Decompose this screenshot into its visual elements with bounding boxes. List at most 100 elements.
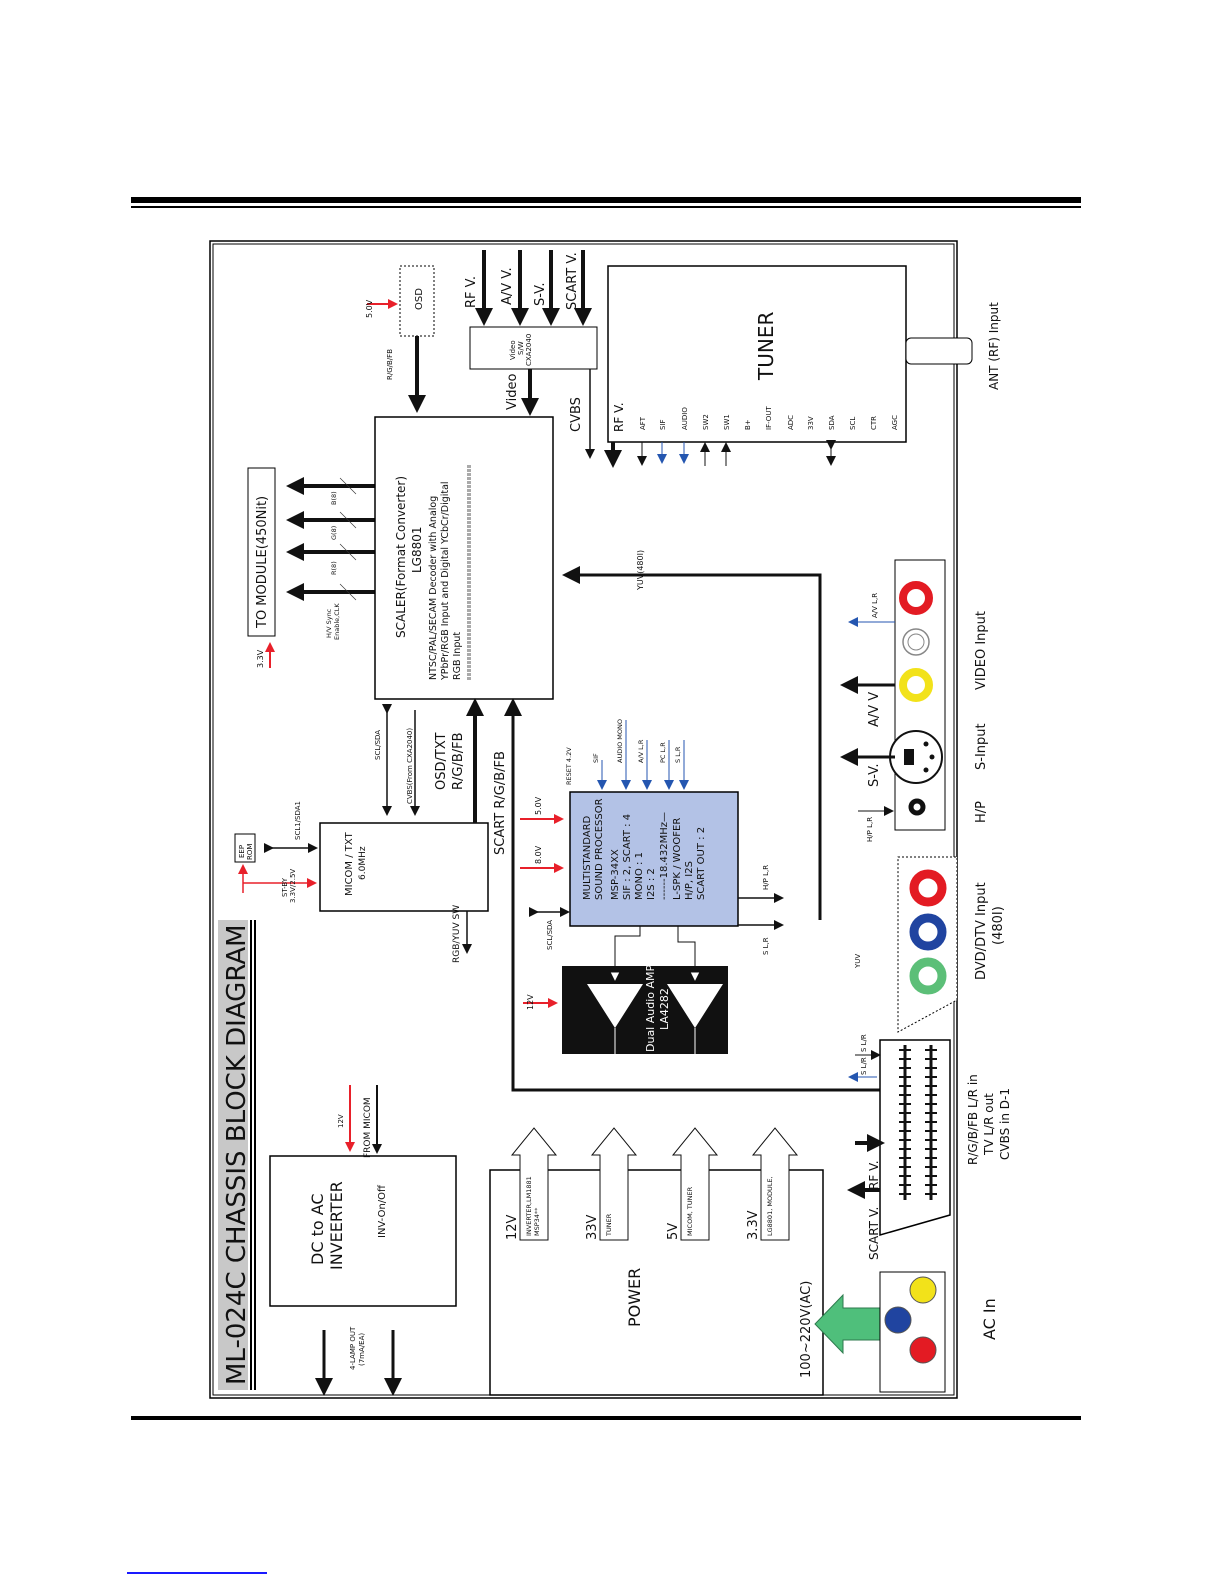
footer-link-underline[interactable] — [127, 1572, 267, 1574]
osd-supply: 5.0V — [365, 299, 374, 318]
tuner-pin-b: B+ — [744, 419, 752, 430]
power-rail-load: MSP34** — [533, 1207, 541, 1236]
yuv480-label: YUV(480I) — [636, 550, 645, 591]
power-rail-voltage: 33V — [585, 1214, 600, 1240]
module-supply: 3.3V — [256, 649, 265, 668]
lamp-out-label: 4-LAMP OUT — [349, 1326, 357, 1370]
osd-label: OSD — [414, 288, 425, 310]
hp-label: H/P — [974, 801, 989, 823]
micom-line1: MICOM / TXT — [344, 831, 355, 896]
video-switch-line1: Video — [509, 340, 517, 360]
cvbs-label: CVBS — [569, 397, 584, 432]
sound-line-6: ------18.432MHz— — [659, 812, 670, 900]
scaler-line4: YPbPr/RGB Input and Digital YCbCr/Digita… — [440, 481, 451, 681]
bus-label-r: R(8) — [330, 561, 338, 575]
sound-i2c: SCL/SDA — [546, 920, 554, 950]
sound-line-4: MONO : 1 — [634, 852, 645, 900]
s-input-label: S-Input — [974, 723, 989, 770]
standby-label: ST-BY — [281, 877, 289, 897]
osd-rgb-label: R/G/B/FB — [451, 732, 466, 790]
scart-rgb-label: SCART R/G/B/FB — [493, 751, 508, 855]
video-input-label: VIDEO Input — [974, 611, 989, 690]
tuner-pin-scl: SCL — [849, 417, 857, 430]
hp-lr-label: H/P L,R — [866, 817, 874, 842]
yuv-line — [562, 566, 822, 920]
tuner-pin-sda: SDA — [828, 415, 836, 430]
scaler-line5: RGB Input — [452, 632, 463, 680]
power-rail-voltage: 12V — [505, 1214, 520, 1240]
power-rail-load: INVERTER,LM1881 — [525, 1176, 533, 1236]
tuner-pin-sw2: SW2 — [702, 414, 710, 430]
osd-txt-label: OSD/TXT — [434, 733, 449, 790]
input-s-v: S-V. — [533, 282, 548, 306]
sound-input-label-3: A/V L,R — [637, 739, 645, 763]
av-lr-label: A/V L,R — [871, 593, 879, 618]
ac-arrow — [814, 1293, 881, 1355]
sound-input-label-4: PC L,R — [659, 742, 667, 763]
power-rail-voltage: 5V — [666, 1223, 681, 1240]
inverter-from: FROM MICOM — [363, 1097, 373, 1158]
micom-i2c1: SCL1/SDA1 — [294, 801, 302, 840]
sound-input-label-2: AUDIO MONO — [616, 719, 624, 763]
sound-line-3: SIF : 2, SCART : 4 — [622, 814, 633, 900]
eeprom-block — [234, 833, 256, 863]
scart-pins — [899, 1045, 937, 1200]
sv-label: S-V. — [867, 763, 882, 787]
tuner-pin-agc: AGC — [891, 415, 899, 430]
sound-processor-block — [569, 791, 739, 927]
video-switch-block — [469, 326, 598, 370]
bus-label-sync: H/V Sync — [325, 608, 333, 638]
scart-v-out: SCART V. — [867, 1207, 881, 1260]
scart-audio-in: S L/R — [860, 1034, 868, 1052]
scart-connector — [879, 1039, 951, 1236]
input-av-v: A/V V. — [500, 267, 515, 305]
scart-audio-out: S L/R — [860, 1057, 868, 1075]
sound-line-5: I2S : 2 — [646, 868, 657, 900]
standby-voltage: 3.3V/2.5V — [289, 869, 297, 903]
scaler-block — [374, 416, 554, 700]
inverter-block — [269, 1155, 457, 1307]
sound-supply1: 5.0V — [534, 796, 543, 815]
scart-label3: CVBS in D-1 — [998, 1088, 1012, 1160]
power-label: POWER — [625, 1268, 644, 1327]
sound-out-s: S L,R — [762, 937, 770, 955]
bus-label-enable: Enable,CLK — [333, 603, 341, 640]
tuner-pin-33v: 33V — [807, 416, 815, 430]
scart-label2: TV L/R out — [982, 1093, 996, 1156]
sound-line-2: MSP-34XX — [610, 849, 621, 900]
tuner-pin-audio: AUDIO — [681, 407, 689, 430]
inverter-control: INV-On/Off — [377, 1184, 388, 1238]
top-rule-thin — [131, 206, 1081, 208]
dvd-input-sub: (480I) — [991, 906, 1006, 945]
tuner-rf-label: RF V. — [612, 402, 626, 432]
sound-line-0: MULTISTANDARD — [582, 815, 593, 900]
eeprom-line2: ROM — [246, 844, 254, 860]
inverter-line2: INVEERTER — [327, 1181, 346, 1270]
sound-line-9: SCART OUT : 2 — [696, 827, 707, 900]
ant-input-label: ANT (RF) Input — [987, 302, 1001, 390]
power-rail-voltage: 3.3V — [746, 1210, 761, 1240]
power-rail-load: LG8801, MODULE, — [766, 1176, 774, 1236]
power-rail-arrow — [590, 1127, 638, 1241]
scaler-line1: SCALER(Format Converter) — [394, 476, 408, 638]
eeprom-line1: EEP — [238, 845, 246, 858]
power-rail-arrow — [510, 1127, 558, 1241]
power-rail-load: MICOM, TUNER — [686, 1186, 694, 1236]
scaler-line3: NTSC/PAL/SECAM Decoder with Analog — [428, 496, 439, 680]
sound-input-label-1: SIF — [592, 753, 600, 763]
module-label: TO MODULE(450Nit) — [255, 496, 270, 629]
dvd-input-label: DVD/DTV Input — [974, 882, 989, 980]
tuner-pin-aft: AFT — [639, 416, 647, 430]
av-v-label: A/V V — [867, 692, 882, 727]
amp-line1: Dual Audio AMP — [644, 964, 657, 1052]
scaler-line2: LG8801 — [410, 526, 424, 573]
diagram-frame-outer — [209, 240, 958, 1399]
bottom-rule — [131, 1416, 1081, 1420]
osd-output-label: R/G/B/FB — [386, 349, 394, 380]
input-scart-v: SCART V. — [565, 252, 580, 310]
